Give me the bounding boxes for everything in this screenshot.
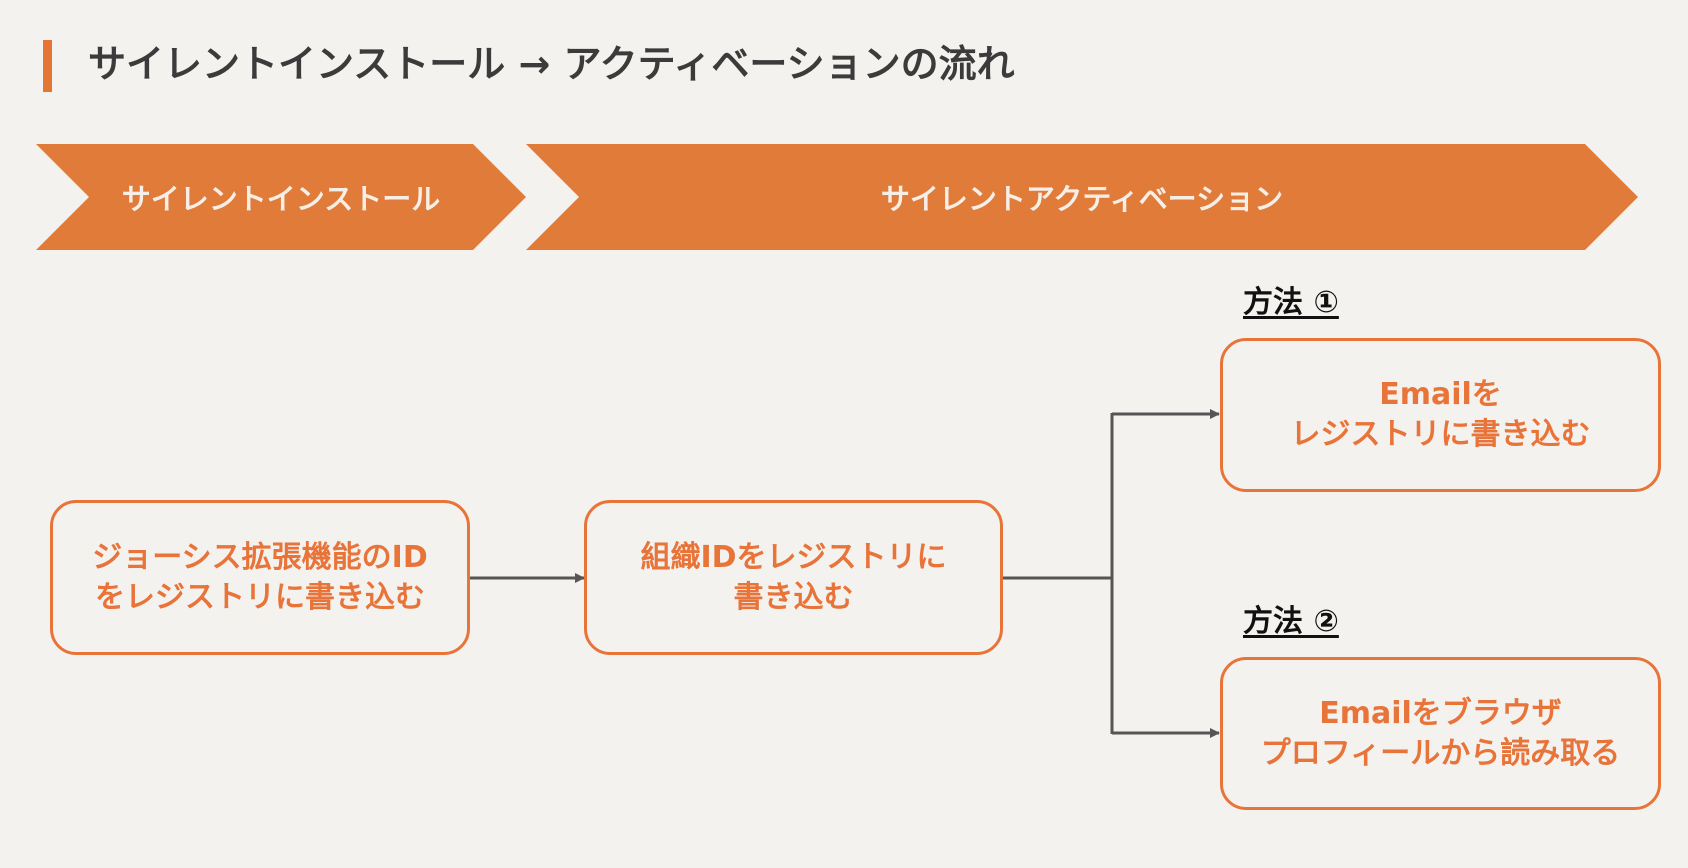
step-box-extension-id: ジョーシス拡張機能のID をレジストリに書き込む <box>50 500 470 655</box>
method-1-box: Emailを レジストリに書き込む <box>1220 338 1661 492</box>
phase-chevron-install <box>36 144 526 250</box>
page-title: サイレントインストール → アクティベーションの流れ <box>88 42 1015 86</box>
phase-chevron-activation <box>526 144 1638 250</box>
method-2-heading: 方法 ② <box>1243 604 1339 639</box>
title-accent-bar <box>43 40 52 92</box>
method-2-box: Emailをブラウザ プロフィールから読み取る <box>1220 657 1661 810</box>
step-box-org-id: 組織IDをレジストリに 書き込む <box>584 500 1003 655</box>
method-1-heading: 方法 ① <box>1243 285 1339 320</box>
phase-label-activation: サイレントアクティベーション <box>880 182 1284 216</box>
phase-label-install: サイレントインストール <box>121 182 441 216</box>
